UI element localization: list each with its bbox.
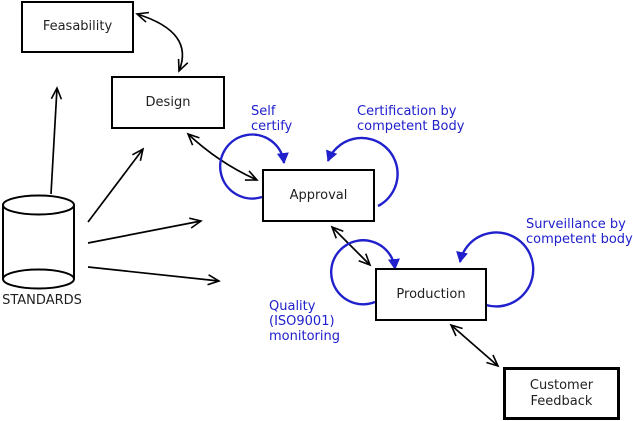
- node-production-label: Production: [396, 286, 466, 302]
- node-feasability: Feasability: [21, 1, 134, 53]
- edge-approval-production: [330, 225, 372, 267]
- node-approval-label: Approval: [289, 187, 348, 203]
- loop-quality-monitoring: [329, 239, 400, 306]
- edge-feasability-design: [135, 11, 189, 73]
- edge-standards-production: [87, 266, 221, 286]
- standards-label: STANDARDS: [2, 293, 82, 308]
- edge-production-customer-feedback: [449, 323, 500, 368]
- edge-standards-design: [87, 147, 145, 223]
- node-design: Design: [111, 76, 225, 129]
- node-approval: Approval: [262, 169, 375, 222]
- loop-self-certify: [218, 133, 289, 200]
- annotation-self-certify: Self certify: [251, 104, 293, 134]
- node-customer-feedback-label: Customer Feedback: [529, 377, 594, 409]
- annotation-quality-monitoring: Quality (ISO9001) monitoring: [269, 299, 340, 344]
- edge-standards-feasability: [50, 86, 63, 195]
- standards-cylinder: [2, 194, 75, 290]
- edge-standards-approval: [87, 217, 203, 244]
- annotation-certification: Certification by competent Body: [357, 104, 465, 134]
- loop-certification: [326, 136, 399, 208]
- node-production: Production: [375, 268, 487, 321]
- node-customer-feedback: Customer Feedback: [503, 367, 620, 420]
- node-design-label: Design: [145, 94, 191, 110]
- node-feasability-label: Feasability: [42, 19, 113, 34]
- loop-surveillance: [456, 231, 535, 308]
- annotation-surveillance: Surveillance by competent body: [526, 217, 633, 247]
